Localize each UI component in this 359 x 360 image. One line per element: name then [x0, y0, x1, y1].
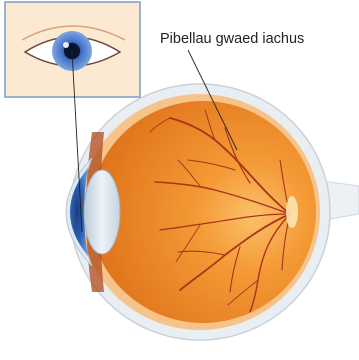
healthy-blood-vessels-label: Pibellau gwaed iachus	[160, 31, 304, 47]
optic-disc	[286, 196, 298, 228]
lens	[84, 170, 120, 254]
retina	[90, 101, 316, 323]
